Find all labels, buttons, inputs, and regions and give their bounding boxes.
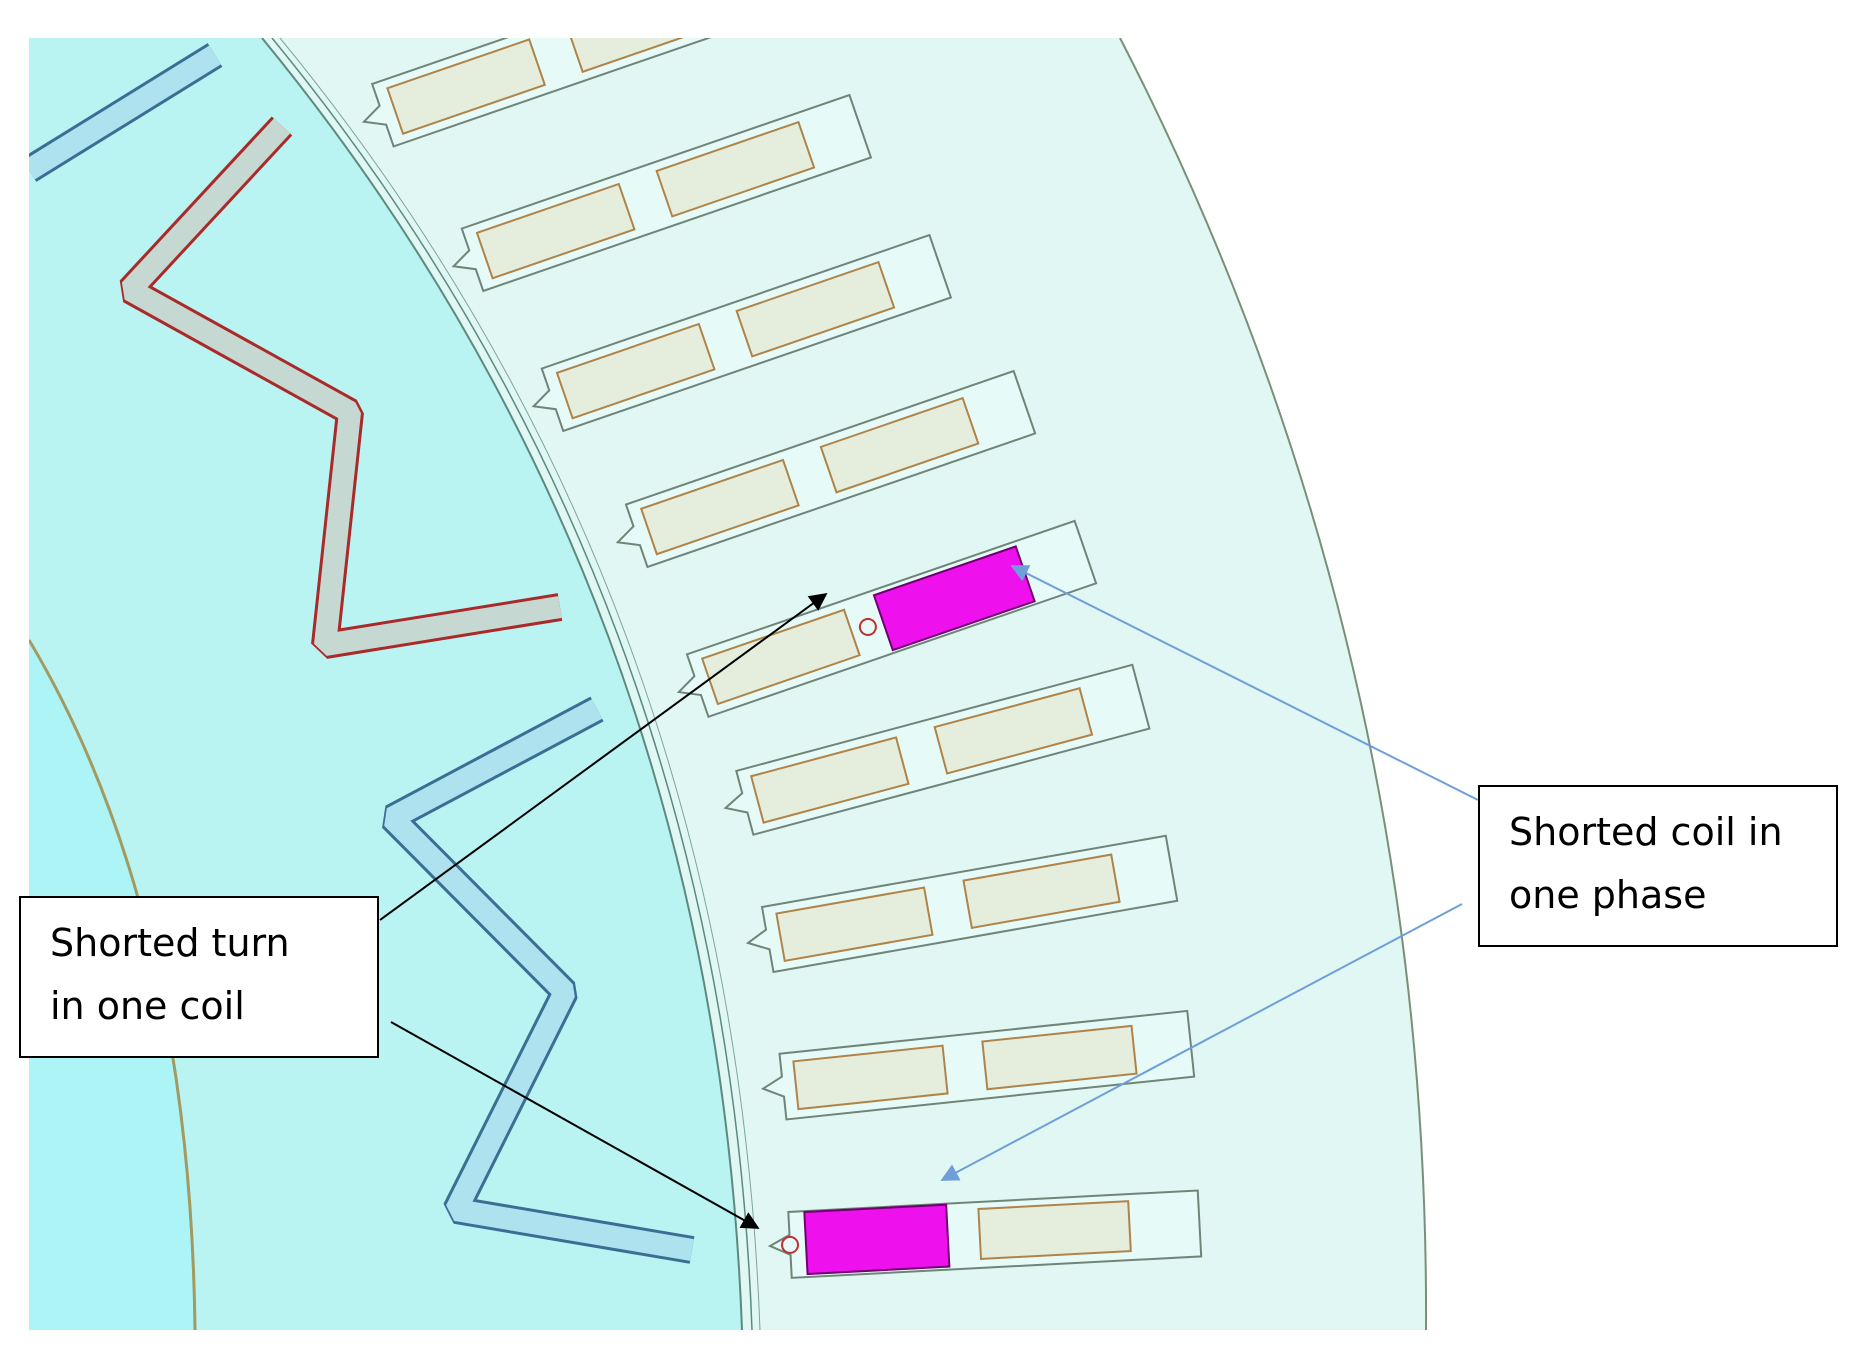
stator-outer-edge <box>1120 38 1431 1330</box>
arrow-shorted-turn-lower <box>390 1021 760 1229</box>
stator-bore-line-2 <box>271 38 753 1330</box>
stator-slot <box>451 93 873 293</box>
stator-slot <box>723 663 1151 836</box>
callout-shorted-turn: Shorted turn in one coil <box>19 896 379 1058</box>
arrow-shorted-coil-upper <box>1010 565 1479 801</box>
callout-shorted-coil-line1: Shorted coil in <box>1509 810 1783 854</box>
stator-bore-line <box>261 38 743 1330</box>
shorted-coil-lower <box>803 1203 951 1276</box>
stator-slot <box>745 834 1179 974</box>
blue-winding-fill <box>384 699 694 1261</box>
stator-slot <box>531 233 953 433</box>
blue-winding-top-left-fill <box>29 45 221 180</box>
stator-slot <box>361 38 783 148</box>
stator-slot-shorted <box>676 519 1098 719</box>
stator-bore-line-3 <box>279 38 761 1330</box>
arrow-shorted-turn-upper <box>379 592 828 921</box>
callout-shorted-coil-line2: one phase <box>1509 873 1707 917</box>
arrow-shorted-coil-lower <box>940 903 1463 1181</box>
stator-slot <box>615 369 1037 569</box>
callout-shorted-turn-line2: in one coil <box>50 984 245 1028</box>
callout-shorted-turn-line1: Shorted turn <box>50 921 290 965</box>
stator-slots <box>361 38 1203 1279</box>
stator-outer-edge-line <box>1119 38 1428 1330</box>
red-winding-fill <box>121 118 562 656</box>
stator-slot <box>760 1009 1196 1121</box>
callout-shorted-coil: Shorted coil in one phase <box>1478 785 1838 947</box>
stator-slot-shorted <box>767 1189 1203 1279</box>
